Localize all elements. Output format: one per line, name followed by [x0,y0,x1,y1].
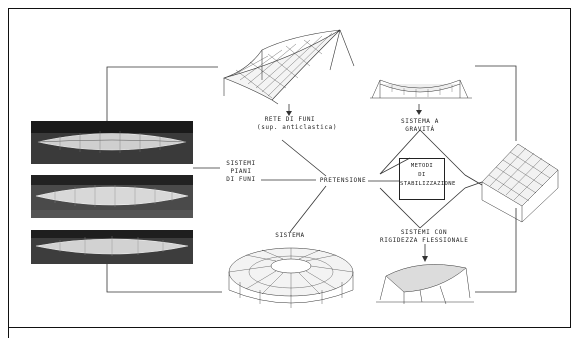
label-sistema: SISTEMA [270,232,310,240]
photo-2 [31,175,193,218]
connector-rete [282,140,326,176]
connector-bottom-right [475,208,516,292]
label-rigidezza-line2: RIGIDEZZA FLESSIONALE [380,237,468,245]
grid-model [482,144,558,222]
label-gravita: SISTEMA A GRAVITÁ [390,118,450,134]
label-metodi-line3: STABILIZZAZIONE [400,180,444,189]
label-metodi-line1: METODI [400,162,444,171]
metodi-box: METODI DI STABILIZZAZIONE [399,158,445,200]
gravity-model [370,80,472,98]
label-gravita-line2: GRAVITÁ [390,126,450,134]
label-rete-line2: (sup. anticlastica) [257,124,323,132]
label-sistemi-line3: DI FUNI [221,176,261,184]
connector-top-left [107,67,218,121]
label-sistemi-line2: PIANI [221,168,261,176]
label-rete: RETE DI FUNI (sup. anticlastica) [257,116,323,132]
connector-bottom-left [107,262,222,292]
label-metodi-line2: DI [400,171,444,180]
photo-3 [31,230,193,264]
rigid-model [376,264,474,304]
label-pretensione: PRETENSIONE [318,177,368,185]
connector-top-right [475,66,516,141]
label-sistemi-piani: SISTEMI PIANI DI FUNI [221,160,261,184]
tent-drawing [224,30,354,104]
dome-model [229,248,353,308]
photo-1 [31,121,193,164]
connector-sistema [290,186,326,232]
label-sistemi-line1: SISTEMI [221,160,261,168]
label-rigidezza-line1: SISTEMI CON [380,229,468,237]
label-rigidezza: SISTEMI CON RIGIDEZZA FLESSIONALE [380,229,468,245]
label-gravita-line1: SISTEMA A [390,118,450,126]
label-rete-line1: RETE DI FUNI [257,116,323,124]
